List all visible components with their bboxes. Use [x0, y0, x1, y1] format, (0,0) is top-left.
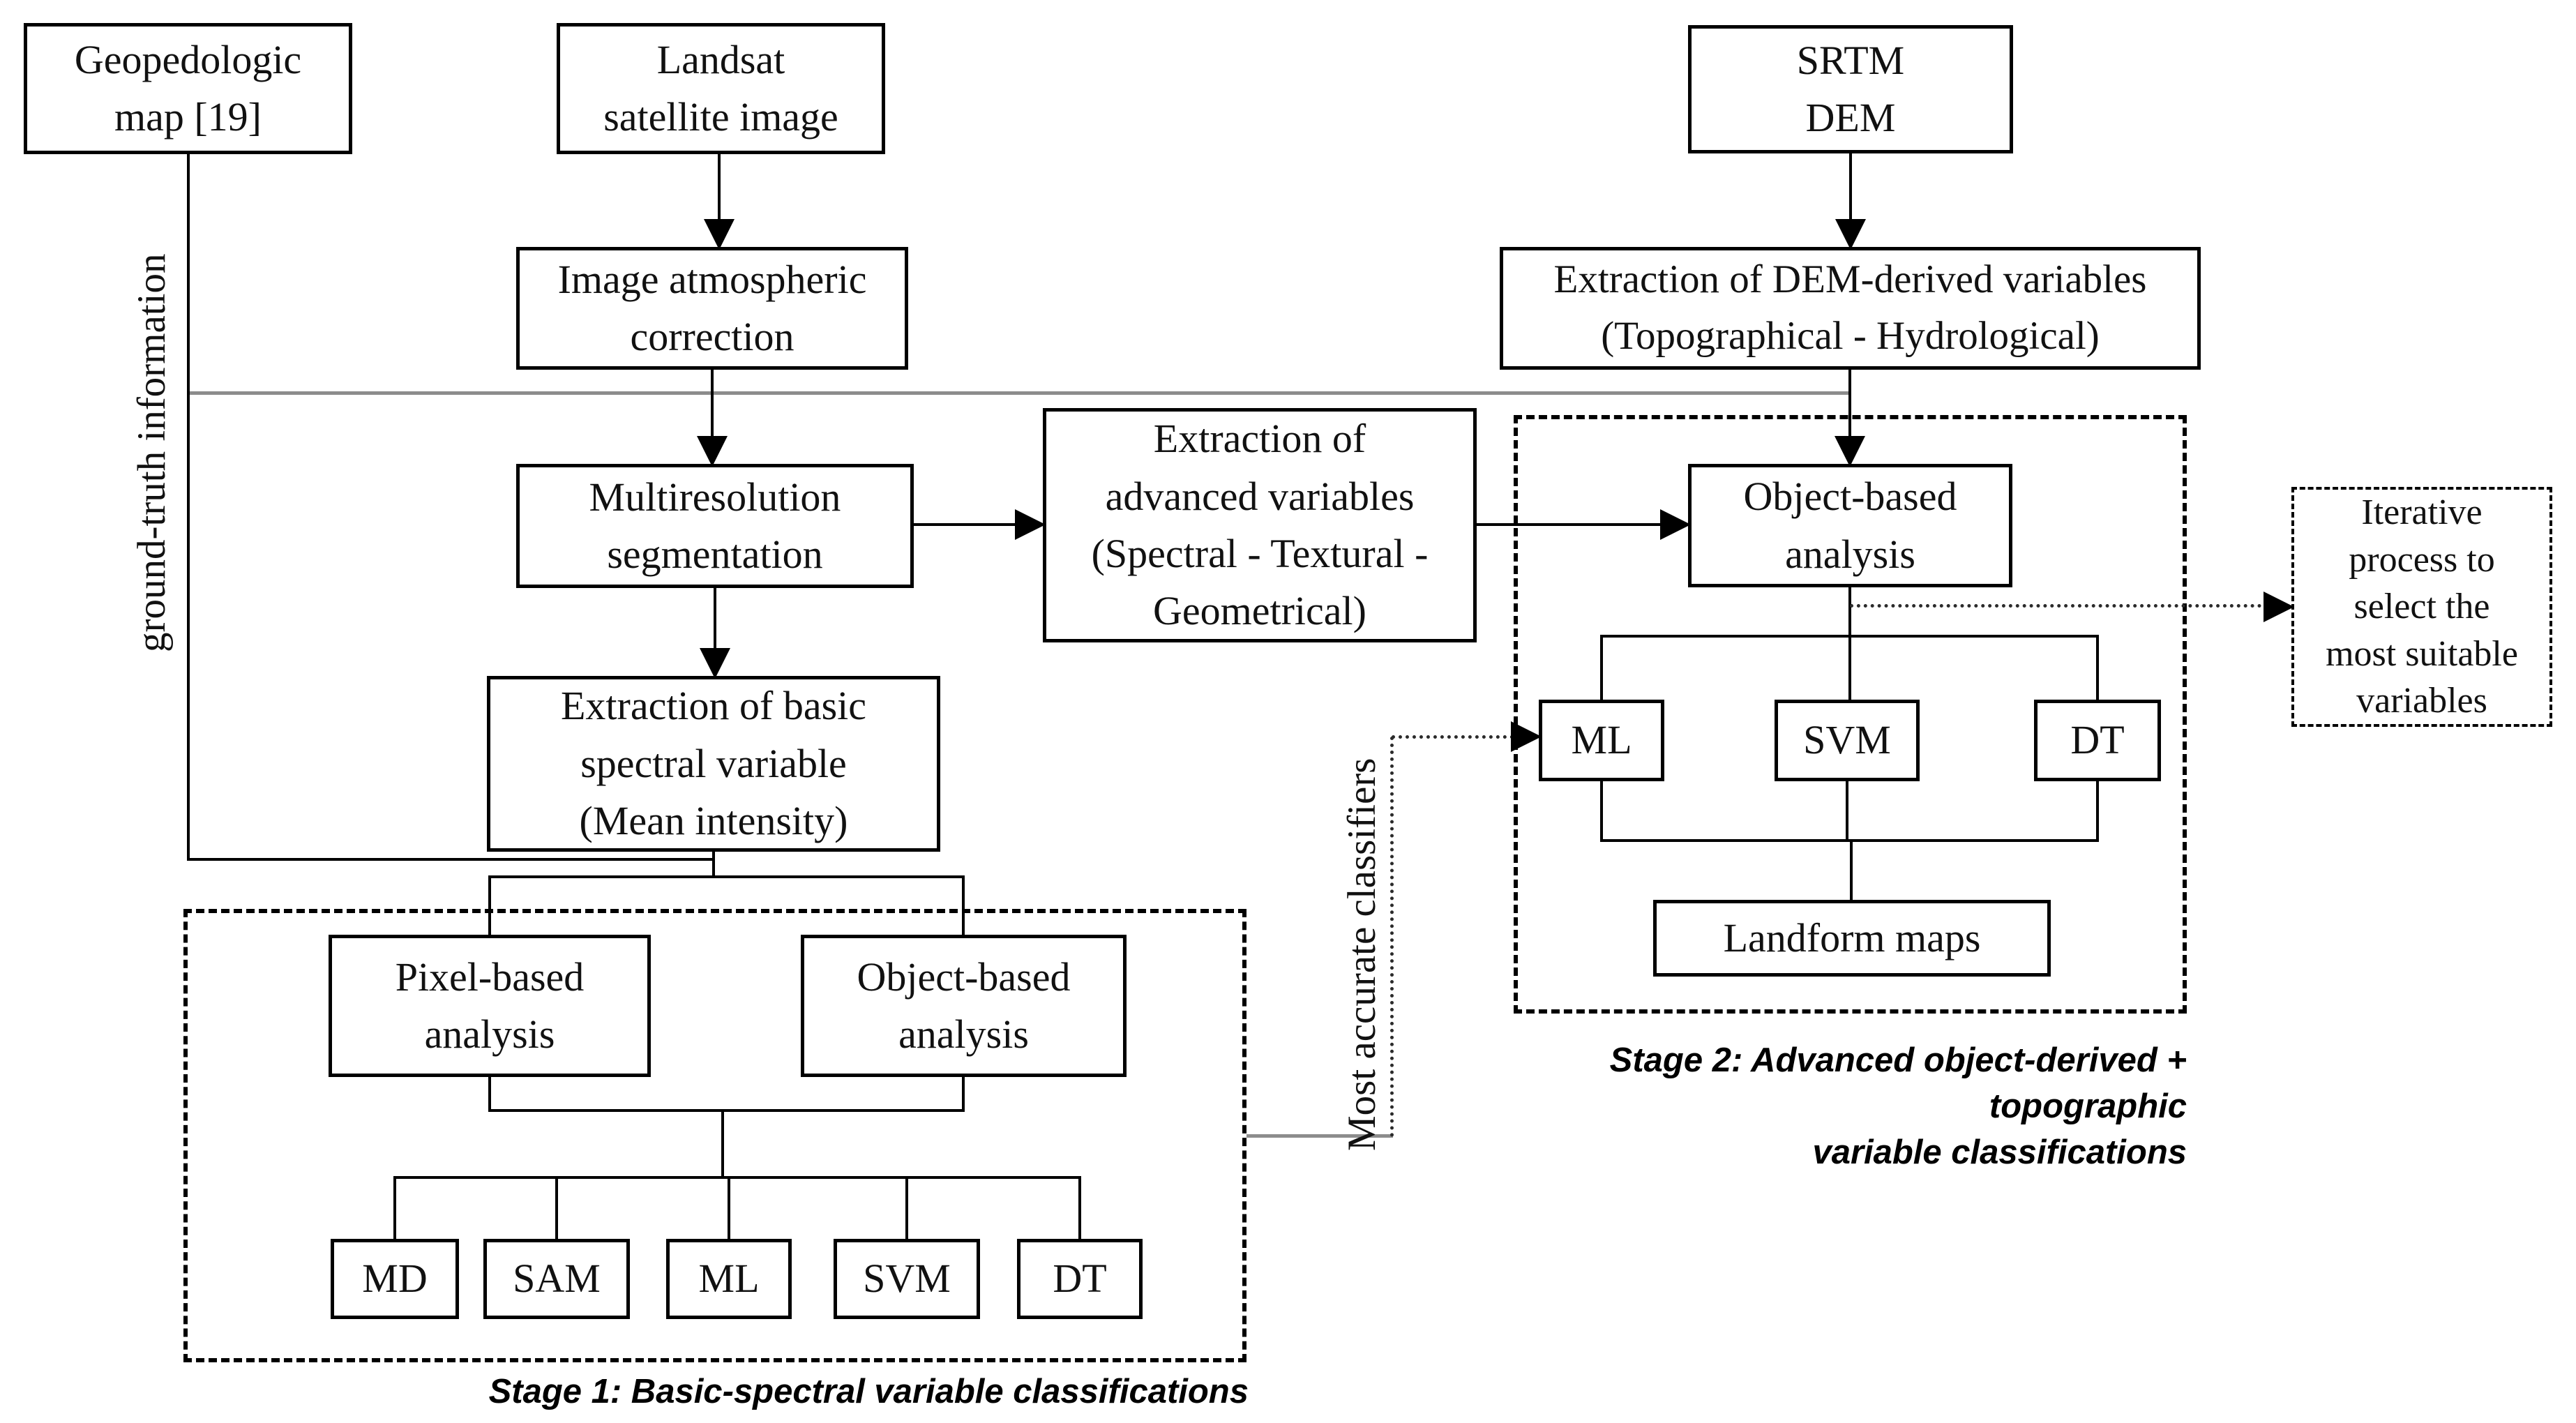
connector-segmentation-to-advanced [914, 523, 1018, 526]
node-classifier-dt-stage2: DT [2034, 700, 2161, 781]
label-ground-truth-information: ground-truth information [130, 253, 174, 652]
connector-stub-svm1 [905, 1177, 908, 1240]
arrowhead-into-object2-left [1660, 509, 1691, 540]
connector-demvars-to-object2 [1848, 370, 1851, 464]
node-classifier-md: MD [331, 1239, 459, 1319]
node-object-based-analysis-stage1: Object-based analysis [801, 935, 1127, 1077]
connector-classifier-bar-stage2-top [1600, 635, 2099, 638]
connector-stub-sam [555, 1177, 558, 1240]
node-pixel-based-analysis: Pixel-based analysis [329, 935, 651, 1077]
connector-split-to-pixel [488, 877, 491, 936]
connector-stage1-merge-bar [488, 1109, 965, 1112]
connector-stage1-split-bar [488, 875, 965, 878]
connector-split-to-object1 [962, 877, 965, 936]
connector-object2-to-iterative-dotted [1850, 604, 2268, 608]
node-classifier-dt-stage1: DT [1017, 1239, 1143, 1319]
stage1-dashed-container [183, 909, 1246, 1362]
connector-pixel-down [488, 1076, 491, 1112]
connector-stub-svm2-top [1848, 636, 1851, 701]
connector-srtm-to-demvars [1849, 152, 1852, 247]
connector-most-accurate-to-ml2-dotted [1392, 735, 1514, 739]
node-multiresolution-segmentation: Multiresolution segmentation [516, 464, 914, 588]
connector-geopedologic-down [187, 153, 190, 859]
connector-ml2-down [1600, 780, 1603, 842]
connector-most-accurate-vertical-dotted [1390, 737, 1394, 1137]
connector-dt2-down [2096, 780, 2099, 842]
arrowhead-into-segmentation [697, 436, 728, 467]
connector-stub-dt1 [1078, 1177, 1081, 1240]
connector-to-landform [1850, 841, 1853, 901]
arrowhead-into-iterative [2264, 592, 2294, 622]
node-classifier-ml-stage1: ML [666, 1239, 792, 1319]
connector-basic-stub [712, 852, 715, 878]
arrowhead-into-ml2 [1511, 721, 1542, 752]
node-landsat-image: Landsat satellite image [557, 23, 885, 154]
connector-correction-to-segmentation [711, 370, 714, 464]
arrowhead-into-correction [704, 219, 735, 250]
label-most-accurate-classifiers: Most accurate classifiers [1340, 758, 1384, 1151]
node-object-based-analysis-stage2: Object-based analysis [1688, 464, 2012, 587]
node-iterative-process: Iterative process to select the most sui… [2291, 487, 2552, 727]
node-srtm-dem: SRTM DEM [1688, 25, 2013, 153]
node-landform-maps: Landform maps [1653, 900, 2051, 977]
node-classifier-svm-stage2: SVM [1775, 700, 1920, 781]
node-advanced-variables: Extraction of advanced variables (Spectr… [1043, 408, 1477, 642]
connector-classifier-bar-stage1 [393, 1176, 1081, 1179]
connector-stub-ml2-top [1600, 636, 1603, 701]
connector-object2-down [1848, 586, 1851, 638]
connector-object1-down [962, 1076, 965, 1112]
node-classifier-svm-stage1: SVM [834, 1239, 980, 1319]
connector-stub-md [393, 1177, 396, 1240]
node-classifier-ml-stage2: ML [1539, 700, 1664, 781]
connector-ground-truth-horizontal [187, 391, 1851, 395]
connector-ground-truth-to-stage1 [187, 858, 715, 861]
arrowhead-into-demvars [1835, 219, 1866, 250]
node-classifier-sam: SAM [483, 1239, 630, 1319]
stage2-caption: Stage 2: Advanced object-derived + topog… [1609, 1041, 2187, 1172]
connector-segmentation-to-basic [714, 588, 716, 676]
arrowhead-into-object2-top [1835, 436, 1865, 467]
node-basic-spectral-variable: Extraction of basic spectral variable (M… [487, 676, 940, 852]
arrowhead-into-advanced [1015, 509, 1046, 540]
connector-classifier-bar-stage2-bottom [1600, 839, 2099, 842]
stage1-caption: Stage 1: Basic-spectral variable classif… [488, 1373, 1249, 1410]
connector-stub-ml1 [728, 1177, 730, 1240]
connector-svm2-down [1846, 780, 1848, 842]
node-dem-variables: Extraction of DEM-derived variables (Top… [1500, 247, 2201, 370]
node-geopedologic-map: Geopedologic map [19] [24, 23, 352, 154]
connector-advanced-to-object2 [1477, 523, 1665, 526]
connector-stub-dt2-top [2096, 636, 2099, 701]
node-atmospheric-correction: Image atmospheric correction [516, 247, 908, 370]
arrowhead-into-basic [700, 648, 730, 679]
connector-landsat-to-correction [718, 154, 721, 247]
connector-most-accurate-horizontal [1246, 1134, 1393, 1138]
connector-merge-to-classifier-bar [721, 1110, 724, 1179]
